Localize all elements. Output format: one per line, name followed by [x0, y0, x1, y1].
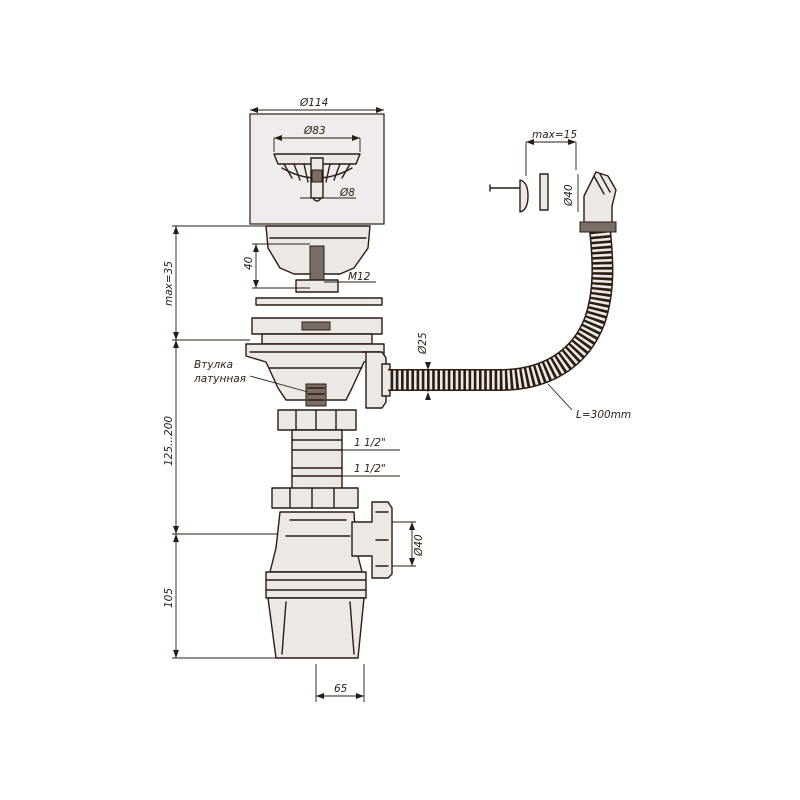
siphon-bottle	[265, 501, 393, 659]
dim-d25: Ø25	[417, 332, 429, 355]
dim-h105: 105	[163, 588, 175, 608]
dimension-labels: Ø114 Ø83 Ø8 40 M12 max=35 Ø25 125...200 …	[163, 97, 631, 695]
dim-range: 125...200	[163, 416, 175, 466]
drain-body-upper	[245, 225, 391, 409]
dim-h40: 40	[243, 256, 255, 270]
dim-thread-upper: 1 1/2"	[354, 437, 386, 449]
union-nut-pipe	[271, 409, 359, 509]
overflow-assembly	[489, 171, 617, 233]
dim-d40-outlet: Ø40	[413, 534, 425, 557]
dim-d83: Ø83	[303, 125, 326, 137]
label-bushing-line2: латунная	[193, 373, 246, 385]
dim-d8: Ø8	[339, 187, 355, 199]
dim-d114: Ø114	[299, 97, 328, 109]
corrugated-hose	[388, 228, 614, 391]
dim-max35: max=35	[163, 261, 175, 306]
strainer-top-view	[249, 113, 385, 225]
dim-max15: max=15	[532, 129, 577, 141]
label-bushing-line1: Втулка	[194, 359, 233, 371]
dimension-lines	[172, 107, 579, 702]
dim-d40-overflow: Ø40	[563, 184, 575, 207]
dim-w65: 65	[334, 683, 348, 695]
dim-hose-length: L=300mm	[576, 409, 631, 421]
dim-m12: M12	[348, 271, 371, 283]
dim-thread-lower: 1 1/2"	[354, 463, 386, 475]
